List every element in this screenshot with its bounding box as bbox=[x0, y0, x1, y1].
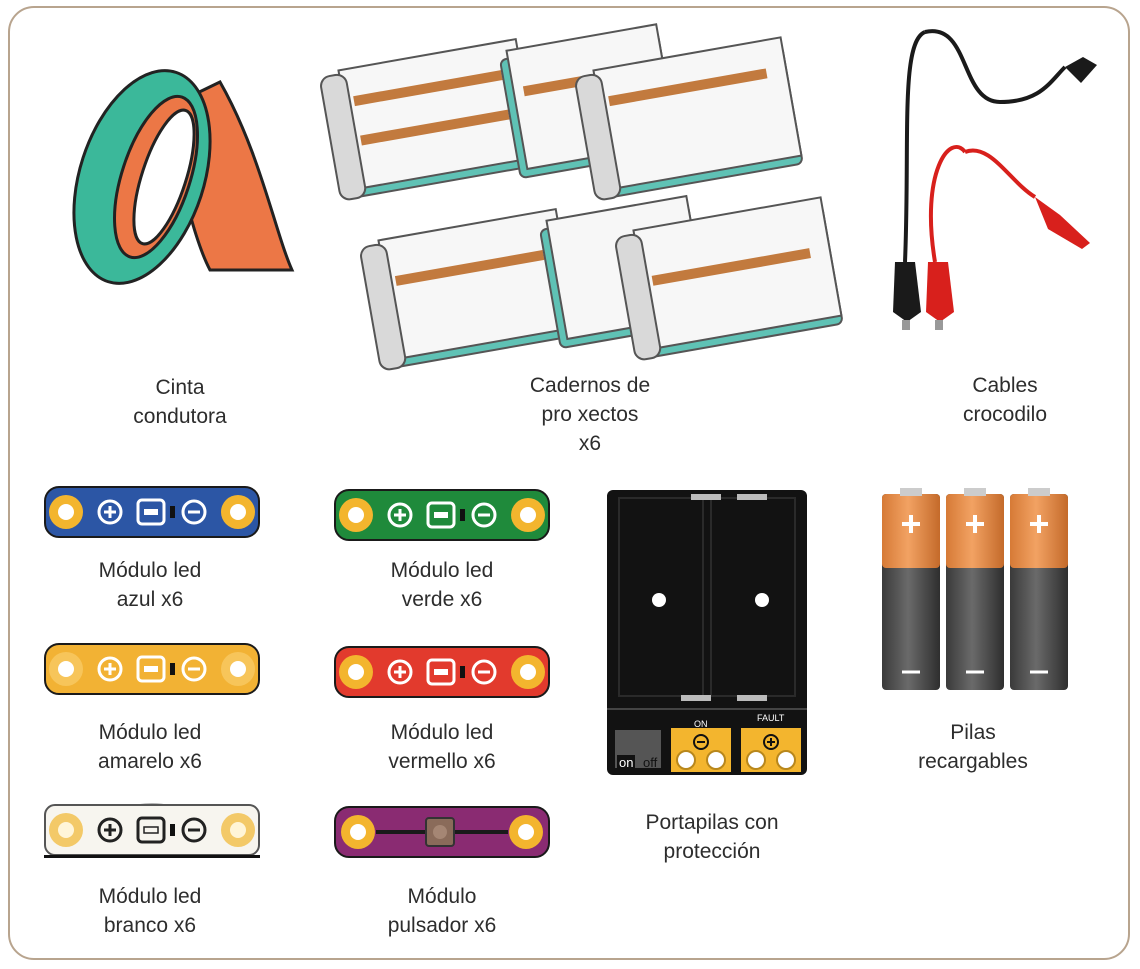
led-module-blue-icon bbox=[44, 486, 260, 538]
crocodile-cables-icon bbox=[893, 29, 1097, 330]
led-module-red-icon bbox=[334, 646, 550, 698]
holder-fault-label: FAULT bbox=[757, 713, 785, 723]
led-module-yellow-icon bbox=[44, 643, 260, 695]
project-books-icon bbox=[320, 23, 843, 371]
battery-holder-icon bbox=[607, 494, 807, 772]
battery-holder: ON FAULT on off bbox=[607, 490, 807, 775]
led-module-green-icon bbox=[334, 489, 550, 541]
holder-on-label: ON bbox=[694, 719, 708, 729]
holder-switch-off: off bbox=[643, 755, 658, 770]
push-button-module-icon bbox=[334, 806, 550, 858]
batteries-icon bbox=[882, 488, 1068, 690]
led-module-white-icon bbox=[44, 803, 260, 858]
holder-switch-on: on bbox=[617, 755, 636, 770]
conductive-tape-icon bbox=[72, 69, 295, 285]
